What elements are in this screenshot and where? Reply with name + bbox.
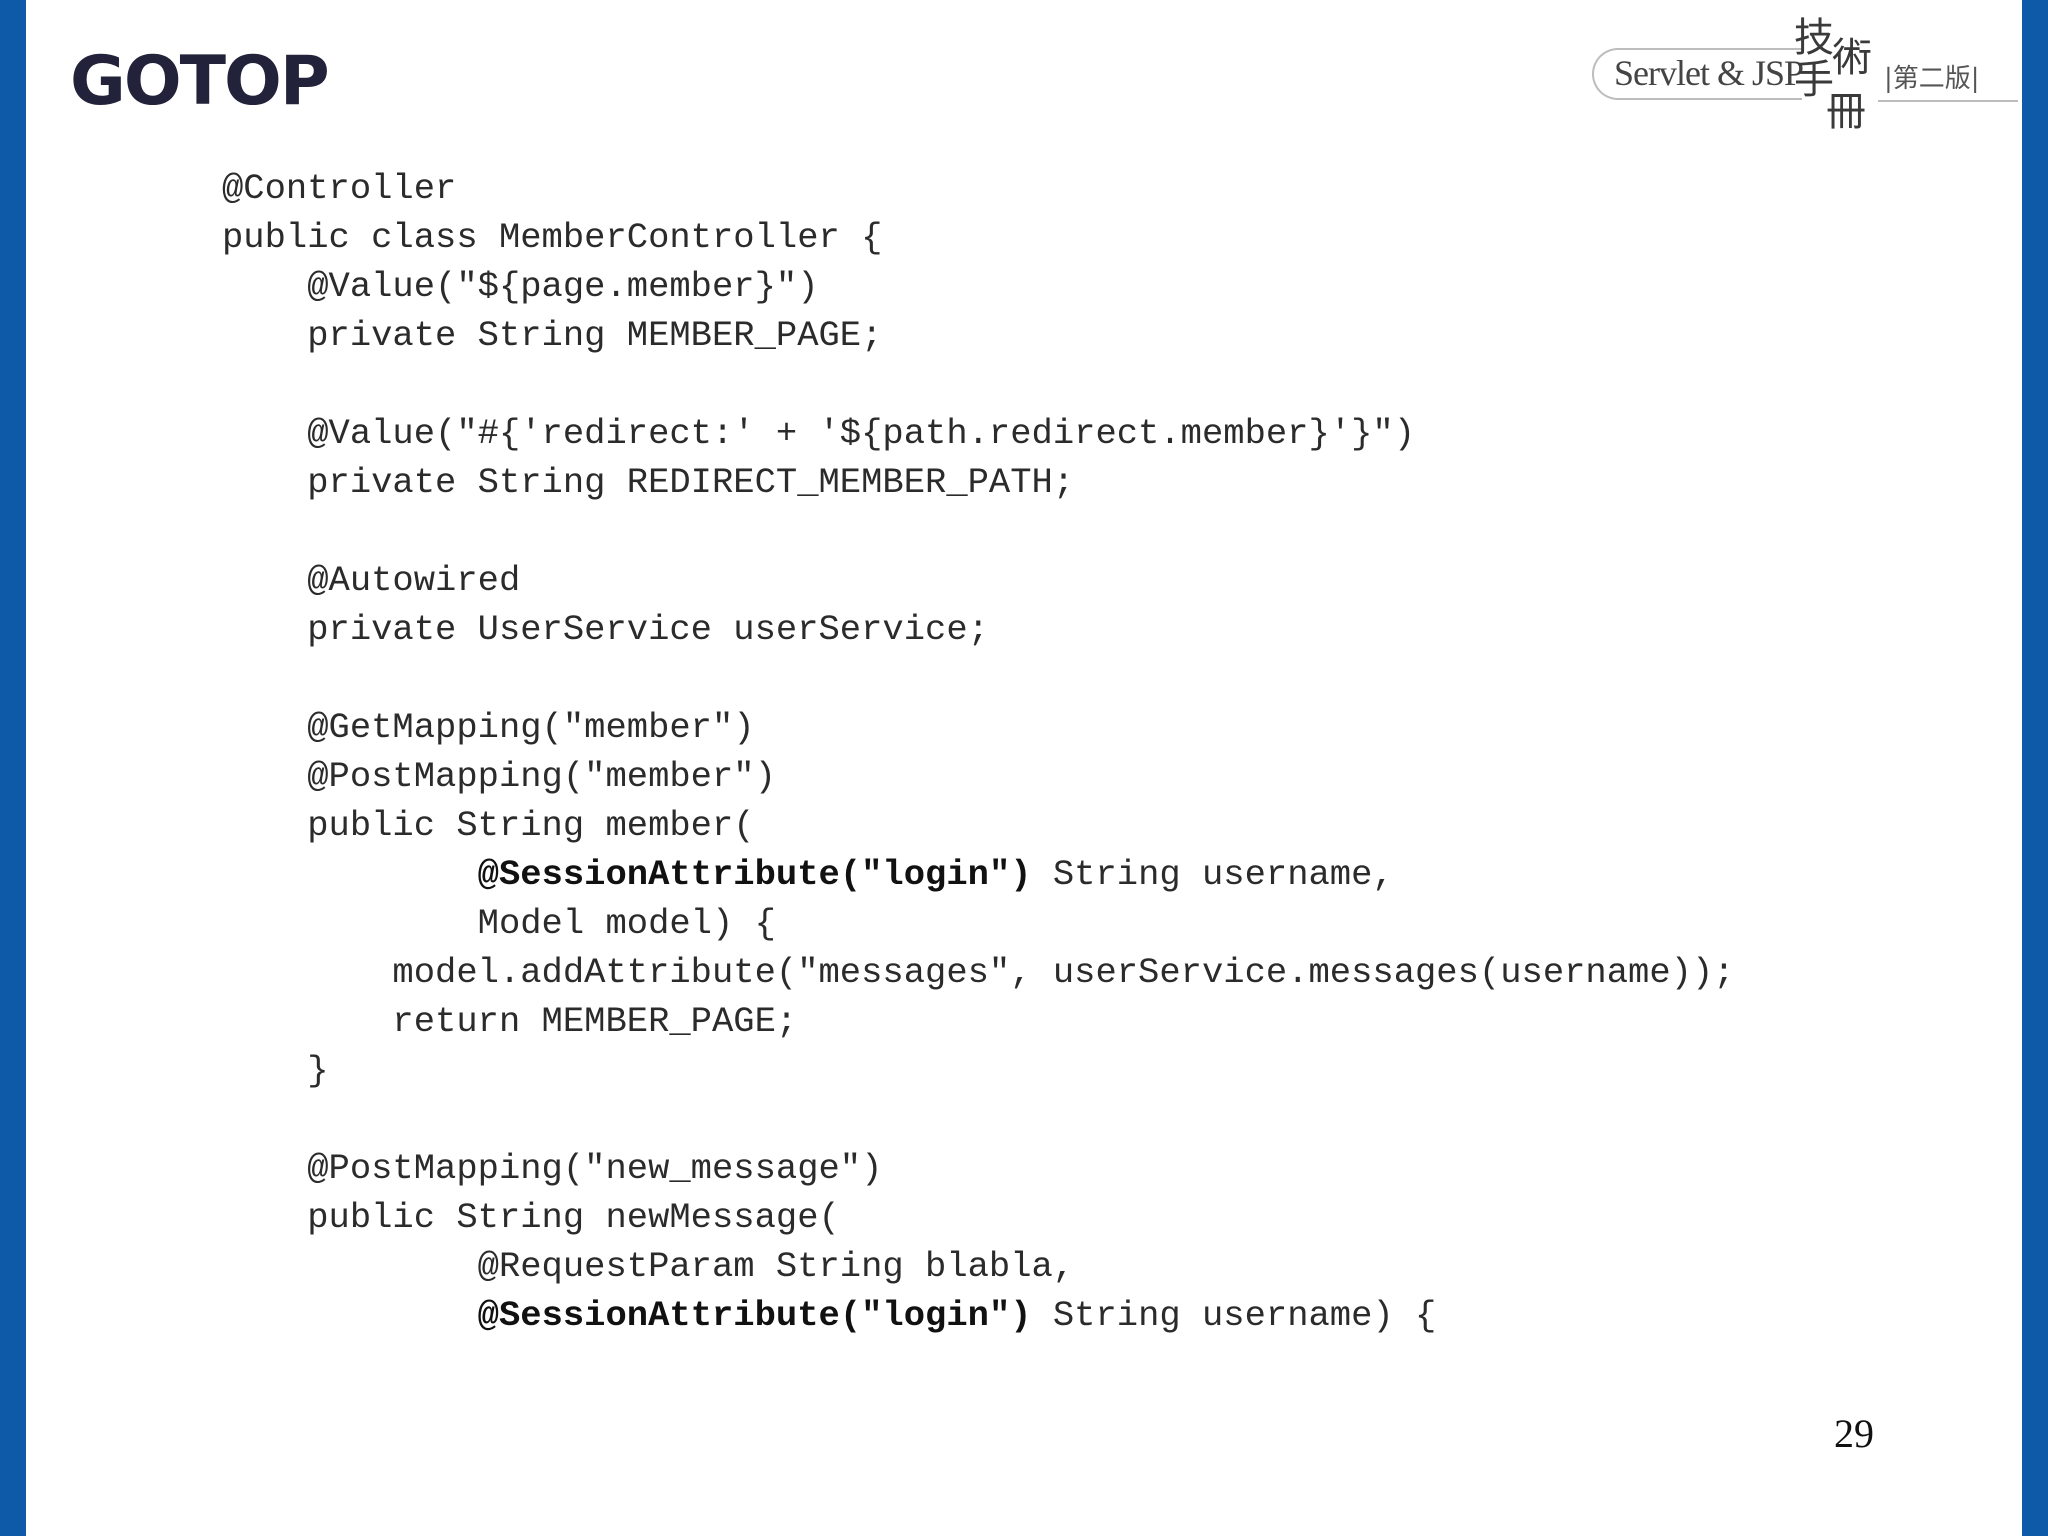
book-title: Servlet & JSP [1614,53,1804,93]
code-indent [222,854,478,895]
code-line [222,360,1735,409]
code-line: @Controller [222,168,457,209]
calligraphy-char: 手 [1794,57,1834,103]
code-text: String username, [1031,854,1394,895]
code-line [222,507,1735,556]
code-listing: @Controller public class MemberController… [222,164,1735,1340]
code-line-emphasized: @SessionAttribute("login") String userna… [222,850,1735,899]
calligraphy-char: 冊 [1826,89,1866,135]
code-line: return MEMBER_PAGE; [222,1001,798,1042]
code-text: String username) { [1031,1295,1437,1336]
code-line: private String MEMBER_PAGE; [222,315,883,356]
code-line: @PostMapping("new_message") [222,1148,883,1189]
badge-outline [1592,48,1802,100]
edition-label: |第二版| [1884,64,1980,94]
code-line-emphasized: @SessionAttribute("login") String userna… [222,1291,1735,1340]
book-title-badge: Servlet & JSP 技 術 手 冊 |第二版| [1592,18,2018,138]
code-line: public class MemberController { [222,217,883,258]
code-line: @RequestParam String blabla, [222,1246,1075,1287]
code-line [222,654,1735,703]
code-line: @PostMapping("member") [222,756,776,797]
code-line: public String member( [222,805,755,846]
code-line: } [222,1050,329,1091]
code-line: @Autowired [222,560,521,601]
calligraphy-mark: 技 術 手 冊 [1792,18,1878,136]
code-line: private UserService userService; [222,609,989,650]
code-line: Model model) { [222,903,776,944]
badge-divider [1878,100,2018,102]
code-bold-annotation: @SessionAttribute("login") [477,854,1032,895]
code-indent [222,1295,478,1336]
code-line: model.addAttribute("messages", userServi… [222,952,1735,993]
code-line: @Value("#{'redirect:' + '${path.redirect… [222,413,1415,454]
code-bold-annotation: @SessionAttribute("login") [477,1295,1032,1336]
right-border-bar [2022,0,2048,1536]
left-border-bar [0,0,26,1536]
code-line: @Value("${page.member}") [222,266,819,307]
code-line [222,1095,1735,1144]
calligraphy-char: 技 [1794,15,1834,61]
gotop-logo: GOTOP [70,42,330,121]
calligraphy-char: 術 [1832,35,1872,81]
code-line: public String newMessage( [222,1197,840,1238]
code-line: @GetMapping("member") [222,707,755,748]
page-number: 29 [1834,1411,1874,1456]
code-line: private String REDIRECT_MEMBER_PATH; [222,462,1075,503]
